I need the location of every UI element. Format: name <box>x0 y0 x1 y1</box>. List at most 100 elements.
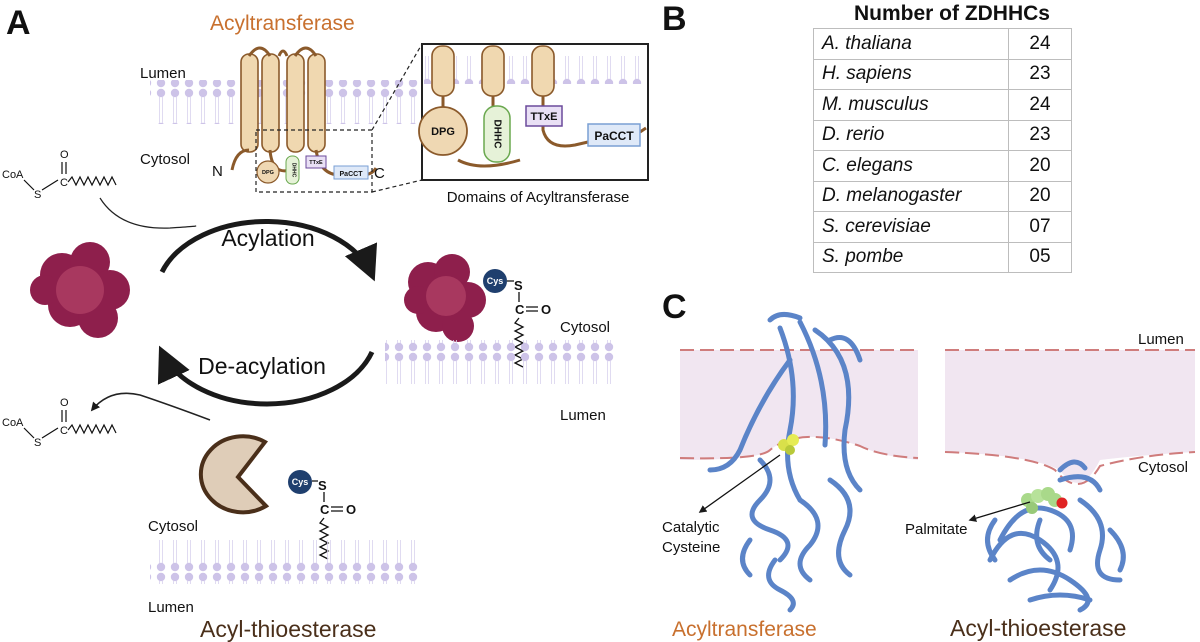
species-cell: S. pombe <box>813 241 1009 273</box>
svg-text:Cys: Cys <box>292 477 309 487</box>
catalytic-pointer <box>698 454 781 513</box>
palmitate-pointer <box>968 501 1031 522</box>
svg-text:O: O <box>60 149 69 161</box>
svg-text:O: O <box>346 502 356 517</box>
svg-text:C: C <box>60 425 68 437</box>
dhhc-domain <box>483 105 511 163</box>
thioesterase-title: Acyl-thioesterase <box>200 616 376 642</box>
dpg-domain <box>418 106 468 156</box>
count-cell: 23 <box>1008 58 1072 90</box>
small-pacct-domain <box>333 165 369 180</box>
helix-loops <box>247 46 318 57</box>
svg-text:S: S <box>34 437 41 449</box>
small-dpg-domain <box>256 160 280 184</box>
acyl-coa-bottom: CoA S C O <box>2 397 117 449</box>
svg-text:S: S <box>34 189 41 201</box>
acyltransferase-title: Acyltransferase <box>210 12 355 35</box>
count-cell: 07 <box>1008 211 1072 243</box>
deacylation-label: De-acylation <box>198 353 326 379</box>
thioesterase-enzyme: Cys S C O <box>198 434 356 560</box>
domains-caption: Domains of Acyltransferase <box>447 189 630 206</box>
cytosol-label-right: Cytosol <box>560 319 610 336</box>
svg-text:C: C <box>60 177 68 189</box>
species-cell: D. melanogaster <box>813 180 1009 212</box>
panel-c-letter: C <box>662 288 687 326</box>
catalytic-label-2: Cysteine <box>662 539 720 556</box>
acyl-coa-top: CoA S C O <box>2 149 117 201</box>
zoom-line-bottom <box>371 179 423 193</box>
pacct-domain <box>587 123 641 147</box>
palmitate-atoms <box>1021 487 1068 514</box>
species-cell: D. rerio <box>813 119 1009 151</box>
cytosol-label-c: Cytosol <box>1138 459 1188 476</box>
cytosol-label-bottom: Cytosol <box>148 518 198 535</box>
small-ttxe-label: TTxE <box>309 160 323 166</box>
species-cell: C. elegans <box>813 150 1009 182</box>
domain-inset: DPG DHHC TTxE PaCCT <box>418 43 649 181</box>
top-membrane <box>150 80 418 124</box>
coa-entry-line <box>99 197 197 229</box>
count-cell: 05 <box>1008 241 1072 273</box>
svg-text:C: C <box>320 502 330 517</box>
svg-text:C: C <box>515 302 525 317</box>
catalytic-cysteine-atoms <box>778 434 799 455</box>
panel-a-letter: A <box>6 4 31 42</box>
count-cell: 20 <box>1008 180 1072 212</box>
count-cell: 20 <box>1008 150 1072 182</box>
acyltransferase-label-c: Acyltransferase <box>672 618 817 641</box>
count-cell: 24 <box>1008 89 1072 121</box>
small-dhhc-label: DHHC <box>291 163 297 178</box>
svg-text:Cys: Cys <box>487 276 504 286</box>
panel-b-letter: B <box>662 0 687 38</box>
dpg-label: DPG <box>431 126 455 138</box>
thioesterase-structure <box>985 459 1126 613</box>
lumen-label-right: Lumen <box>560 407 606 424</box>
c-terminus-label: C <box>374 165 385 182</box>
small-dpg-label: DPG <box>262 170 274 176</box>
small-pacct-label: PaCCT <box>340 171 364 178</box>
catalytic-label-1: Catalytic <box>662 519 720 536</box>
acylation-arrow <box>159 219 377 282</box>
species-cell: M. musculus <box>813 89 1009 121</box>
small-dhhc-domain <box>285 155 300 185</box>
zoom-box <box>255 129 373 193</box>
small-ttxe-domain <box>305 155 327 169</box>
membrane-band-right <box>944 349 1196 486</box>
pacct-label: PaCCT <box>594 129 634 143</box>
bottom-membrane <box>150 540 420 584</box>
svg-text:O: O <box>60 397 69 409</box>
cys-residue-top <box>483 269 507 293</box>
svg-text:S: S <box>514 278 523 293</box>
lumen-label-bottom: Lumen <box>148 599 194 616</box>
coa-exit-arrow <box>90 392 211 421</box>
deacylation-arrow <box>157 345 375 407</box>
acylated-protein: Cys S C O <box>404 254 551 368</box>
lumen-label-top: Lumen <box>140 65 186 82</box>
cytosol-label-top: Cytosol <box>140 151 190 168</box>
n-terminus-label: N <box>212 163 223 180</box>
membrane-band-left <box>679 349 919 460</box>
ttxe-domain <box>525 105 563 127</box>
count-cell: 23 <box>1008 119 1072 151</box>
svg-text:CoA: CoA <box>2 169 24 181</box>
cys-residue-bottom <box>288 470 312 494</box>
lumen-label-c: Lumen <box>1138 331 1184 348</box>
svg-text:CoA: CoA <box>2 417 24 429</box>
species-cell: S. cerevisiae <box>813 211 1009 243</box>
species-cell: H. sapiens <box>813 58 1009 90</box>
right-membrane <box>385 340 617 384</box>
palmitate-label: Palmitate <box>905 521 968 538</box>
zoom-line-top <box>371 43 423 131</box>
thioesterase-label-c: Acyl-thioesterase <box>950 615 1126 641</box>
